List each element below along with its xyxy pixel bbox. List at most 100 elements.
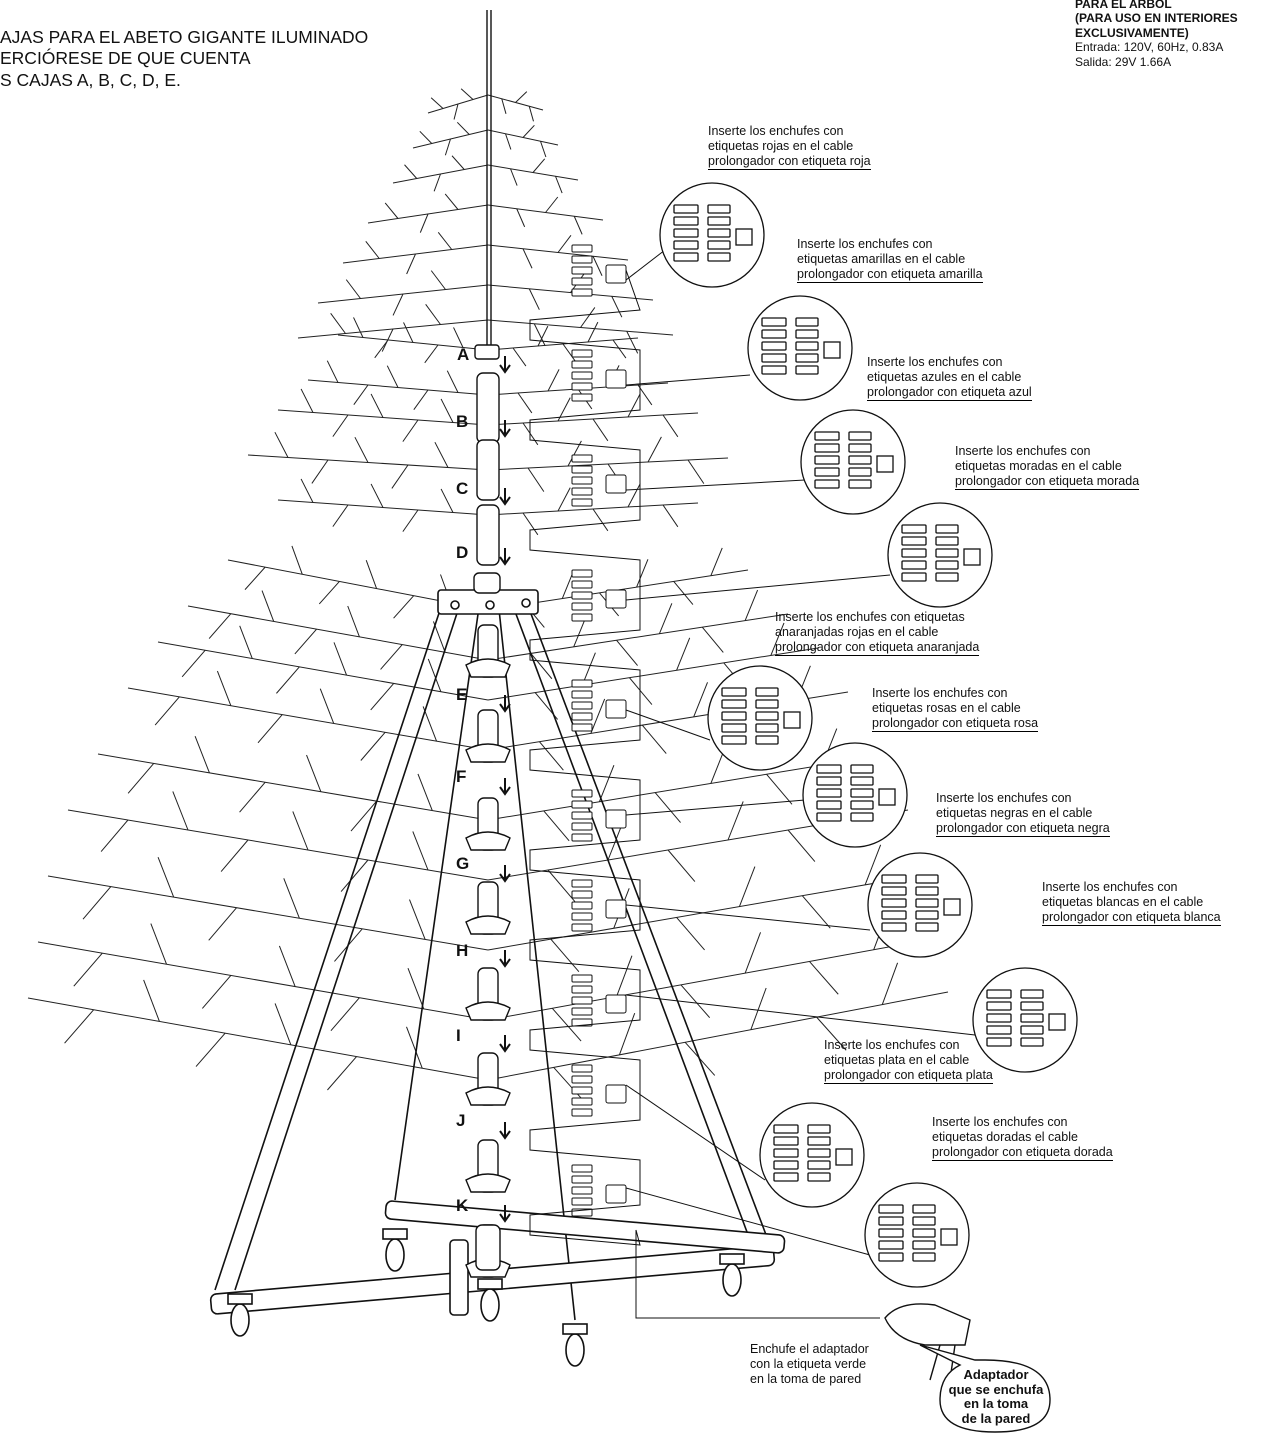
twig: [406, 1026, 423, 1069]
twig: [332, 414, 349, 437]
detail-plug: [761, 353, 787, 363]
plug: [571, 498, 593, 507]
detail-plug: [707, 240, 731, 250]
instruction-line: Inserte los enchufes con: [824, 1038, 960, 1052]
twig: [330, 313, 346, 334]
adapter-body: [884, 1303, 971, 1346]
plug: [571, 487, 593, 496]
twig: [353, 384, 369, 406]
instruction-line: etiquetas amarillas en el cable: [797, 251, 966, 266]
twig: [353, 317, 364, 338]
twig: [456, 121, 470, 135]
twig: [545, 196, 559, 213]
plug: [571, 1197, 593, 1206]
detail-plug: [848, 467, 872, 477]
detail-plug: [912, 1204, 936, 1214]
detail-plug: [848, 431, 872, 441]
section-label-h: H: [456, 941, 469, 960]
twig: [432, 621, 446, 653]
detail-plug: [878, 1204, 904, 1214]
hub: [465, 915, 511, 935]
branch: [67, 809, 489, 881]
bolt: [450, 600, 460, 610]
detail-plug: [915, 874, 939, 884]
twig: [641, 724, 667, 754]
down-arrow: [499, 778, 511, 796]
twig: [551, 1007, 582, 1042]
detail-plug: [912, 1216, 936, 1226]
twig: [727, 801, 744, 841]
wheel: [385, 1238, 405, 1272]
detail-plug: [773, 1136, 799, 1146]
plug: [571, 371, 593, 380]
instruction-line: prolongador con etiqueta blanca: [1042, 910, 1221, 927]
header-left: AJAS PARA EL ABETO GIGANTE ILUMINADO ERC…: [0, 27, 368, 91]
twig: [427, 658, 442, 692]
detail-plug: [912, 1228, 936, 1238]
junction-box: [605, 264, 627, 284]
twig: [380, 644, 403, 670]
twig: [505, 133, 512, 150]
twig: [522, 124, 535, 138]
twig: [350, 800, 377, 832]
detail-plug: [755, 735, 779, 745]
callout-line: [625, 574, 891, 601]
twig: [244, 566, 266, 590]
detail-plug: [707, 216, 731, 226]
leg: [214, 594, 446, 1291]
detail-plug: [755, 699, 779, 709]
plug: [571, 349, 593, 358]
detail-plug: [901, 548, 927, 558]
detail-plug: [935, 524, 959, 534]
callout-line: [625, 994, 976, 1036]
detail-plug: [935, 560, 959, 570]
twig: [201, 975, 232, 1009]
detail-plug: [673, 252, 699, 262]
caster: [562, 1323, 588, 1335]
twig: [360, 731, 386, 761]
instruction-line: etiquetas negras en el cable: [936, 805, 1093, 820]
detail-plug: [816, 788, 842, 798]
adapter-bubble-line: Adaptador: [963, 1367, 1029, 1382]
plug: [571, 1007, 593, 1016]
plug: [571, 1108, 593, 1117]
base-tube: [449, 1239, 469, 1316]
twig: [392, 293, 404, 316]
hub: [465, 1086, 511, 1106]
twig: [172, 791, 189, 831]
twig: [553, 1067, 584, 1101]
twig: [345, 279, 361, 299]
instruction-yellow: Inserte los enchufes con etiquetas amari…: [797, 237, 983, 284]
twig: [407, 967, 425, 1010]
detail-plug: [816, 800, 842, 810]
detail-plug: [816, 812, 842, 822]
detail-plug: [795, 341, 819, 351]
bolt: [485, 600, 495, 610]
instruction-line: prolongador con etiqueta negra: [936, 821, 1110, 838]
header-right-bold: EXCLUSIVAMENTE): [1075, 25, 1189, 40]
plug: [571, 712, 593, 721]
detail-plug: [814, 479, 840, 489]
instruction-silver: Inserte los enchufes con etiquetas plata…: [824, 1038, 993, 1085]
header-left-line: ERCIÓRESE DE QUE CUENTA: [0, 48, 251, 69]
header-right-spec: Salida: 29V 1.66A: [1075, 54, 1172, 69]
detail-plug: [721, 723, 747, 733]
detail-junction: [876, 455, 894, 473]
plug: [571, 923, 593, 932]
twig: [750, 987, 767, 1030]
detail-plug: [807, 1148, 831, 1158]
twig: [404, 164, 418, 179]
twig: [533, 323, 546, 347]
detail-plug: [795, 329, 819, 339]
detail-plug: [707, 252, 731, 262]
junction-box: [605, 699, 627, 719]
twig: [300, 478, 314, 503]
plug: [571, 454, 593, 463]
instruction-red: Inserte los enchufes con etiquetas rojas…: [708, 124, 871, 171]
hub: [465, 1173, 511, 1193]
hub: [465, 658, 511, 678]
instruction-line: Inserte los enchufes con: [955, 444, 1091, 458]
adapter-bubble-line: en la toma: [963, 1396, 1029, 1412]
detail-plug: [795, 365, 819, 375]
detail-plug: [986, 1025, 1012, 1035]
